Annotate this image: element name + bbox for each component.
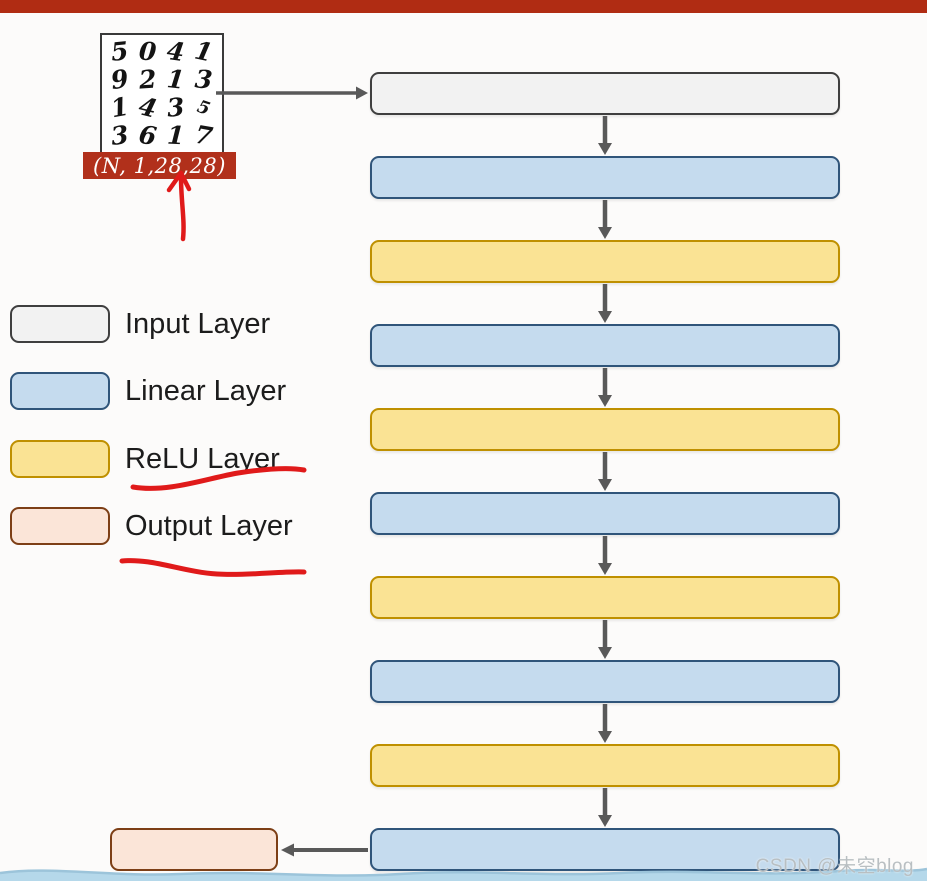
legend-item-input: Input Layer [10,305,270,343]
flow-box-linear-5 [370,492,840,535]
legend-item-output: Output Layer [10,507,293,545]
legend-swatch-relu [10,440,110,478]
flow-box-output [110,828,278,871]
legend-swatch-output [10,507,110,545]
flow-box-linear-3 [370,324,840,367]
flow-box-relu-2 [370,240,840,283]
legend-swatch-linear [10,372,110,410]
legend-label: Output Layer [125,509,293,542]
legend-item-linear: Linear Layer [10,372,286,410]
legend-label: Input Layer [125,307,271,340]
legend-label: Linear Layer [125,374,287,407]
flow-box-relu-6 [370,576,840,619]
flow-box-linear-7 [370,660,840,703]
legend-swatch-input [10,305,110,343]
tensor-shape-label: (N, 1,28,28) [83,152,236,179]
flow-box-relu-8 [370,744,840,787]
flow-box-input-0 [370,72,840,115]
flow-box-relu-4 [370,408,840,451]
legend-item-relu: ReLU Layer [10,440,280,478]
watermark: CSDN @未空blog [755,856,914,877]
top-accent-bar [0,0,927,13]
flow-box-linear-1 [370,156,840,199]
